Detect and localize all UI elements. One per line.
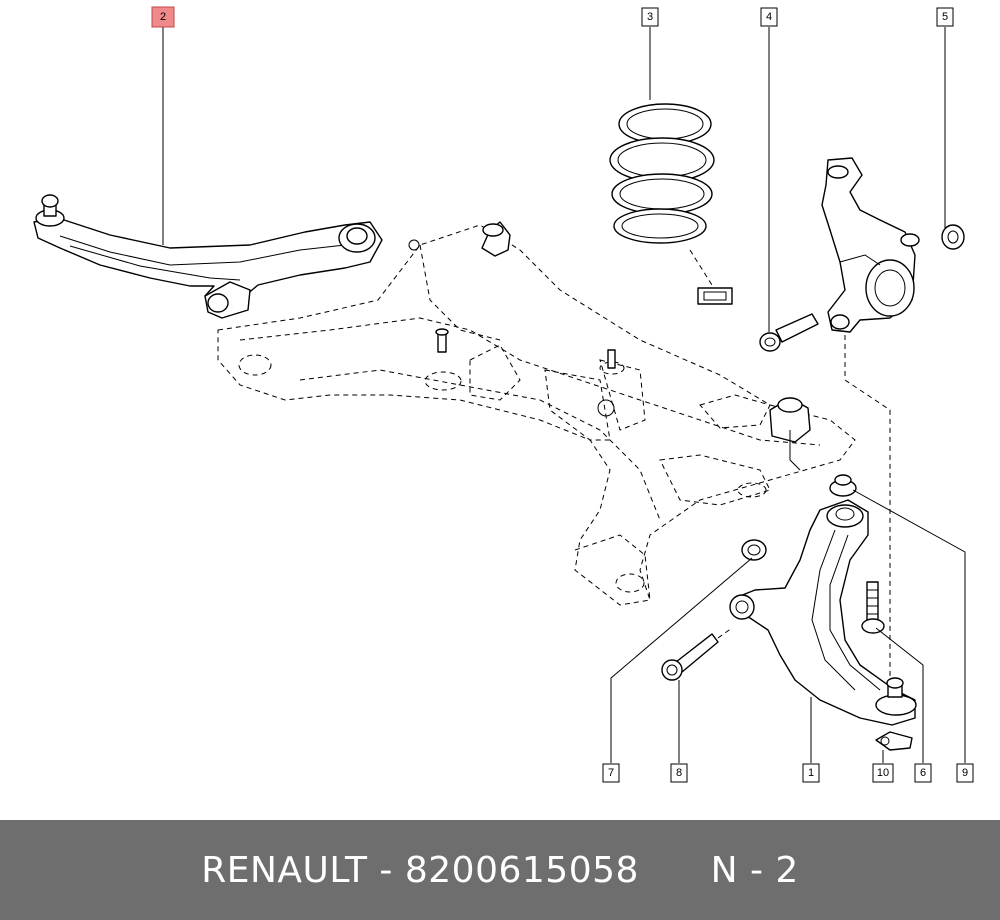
balljoint-plate [875,731,913,751]
callout-label: 9 [962,767,968,779]
lower-control-arm [729,499,917,726]
callout-label: 1 [808,767,814,779]
suspension-exploded-diagram: 2 3 4 5 7 8 1 10 6 9 [33,6,974,783]
leader-lines [162,27,966,763]
callout-label: 5 [942,11,948,23]
callout-label: 2 [160,11,166,23]
position-number: 2 [775,849,799,891]
arm-bushing-top [829,474,857,497]
front-bushing [741,539,767,561]
callout-label: 4 [766,11,772,23]
knuckle-nut [941,224,965,250]
callout-2: 2 [151,6,175,28]
position-prefix: N - [710,849,776,891]
steering-knuckle [821,157,920,690]
arm-vertical-bolt [861,581,885,634]
spacer [639,850,711,891]
callout-1: 1 [802,763,820,783]
knuckle-bolt [759,313,819,352]
callout-9: 9 [956,763,974,783]
callout-5: 5 [936,7,954,27]
coil-spring [609,103,733,305]
brand-name: RENAULT [201,849,368,891]
part-number: 8200615058 [404,849,639,891]
separator: - [367,849,405,891]
part-info-banner: RENAULT - 8200615058 N - 2 [0,820,1000,920]
front-bolt [661,627,733,681]
subframe-rear-mount [481,221,511,257]
callout-label: 7 [608,767,614,779]
callout-6: 6 [914,763,932,783]
subframe-front-mount [769,397,811,471]
subframe-center-stud [435,328,616,369]
callout-label: 10 [877,767,889,779]
callout-3: 3 [641,7,659,27]
subframe [217,224,856,606]
callout-label: 8 [676,767,682,779]
callout-4: 4 [760,7,778,27]
callout-8: 8 [670,763,688,783]
upper-control-arm [33,194,383,319]
callout-label: 6 [920,767,926,779]
callout-10: 10 [872,763,894,783]
callout-label: 3 [647,11,653,23]
callout-7: 7 [602,763,620,783]
